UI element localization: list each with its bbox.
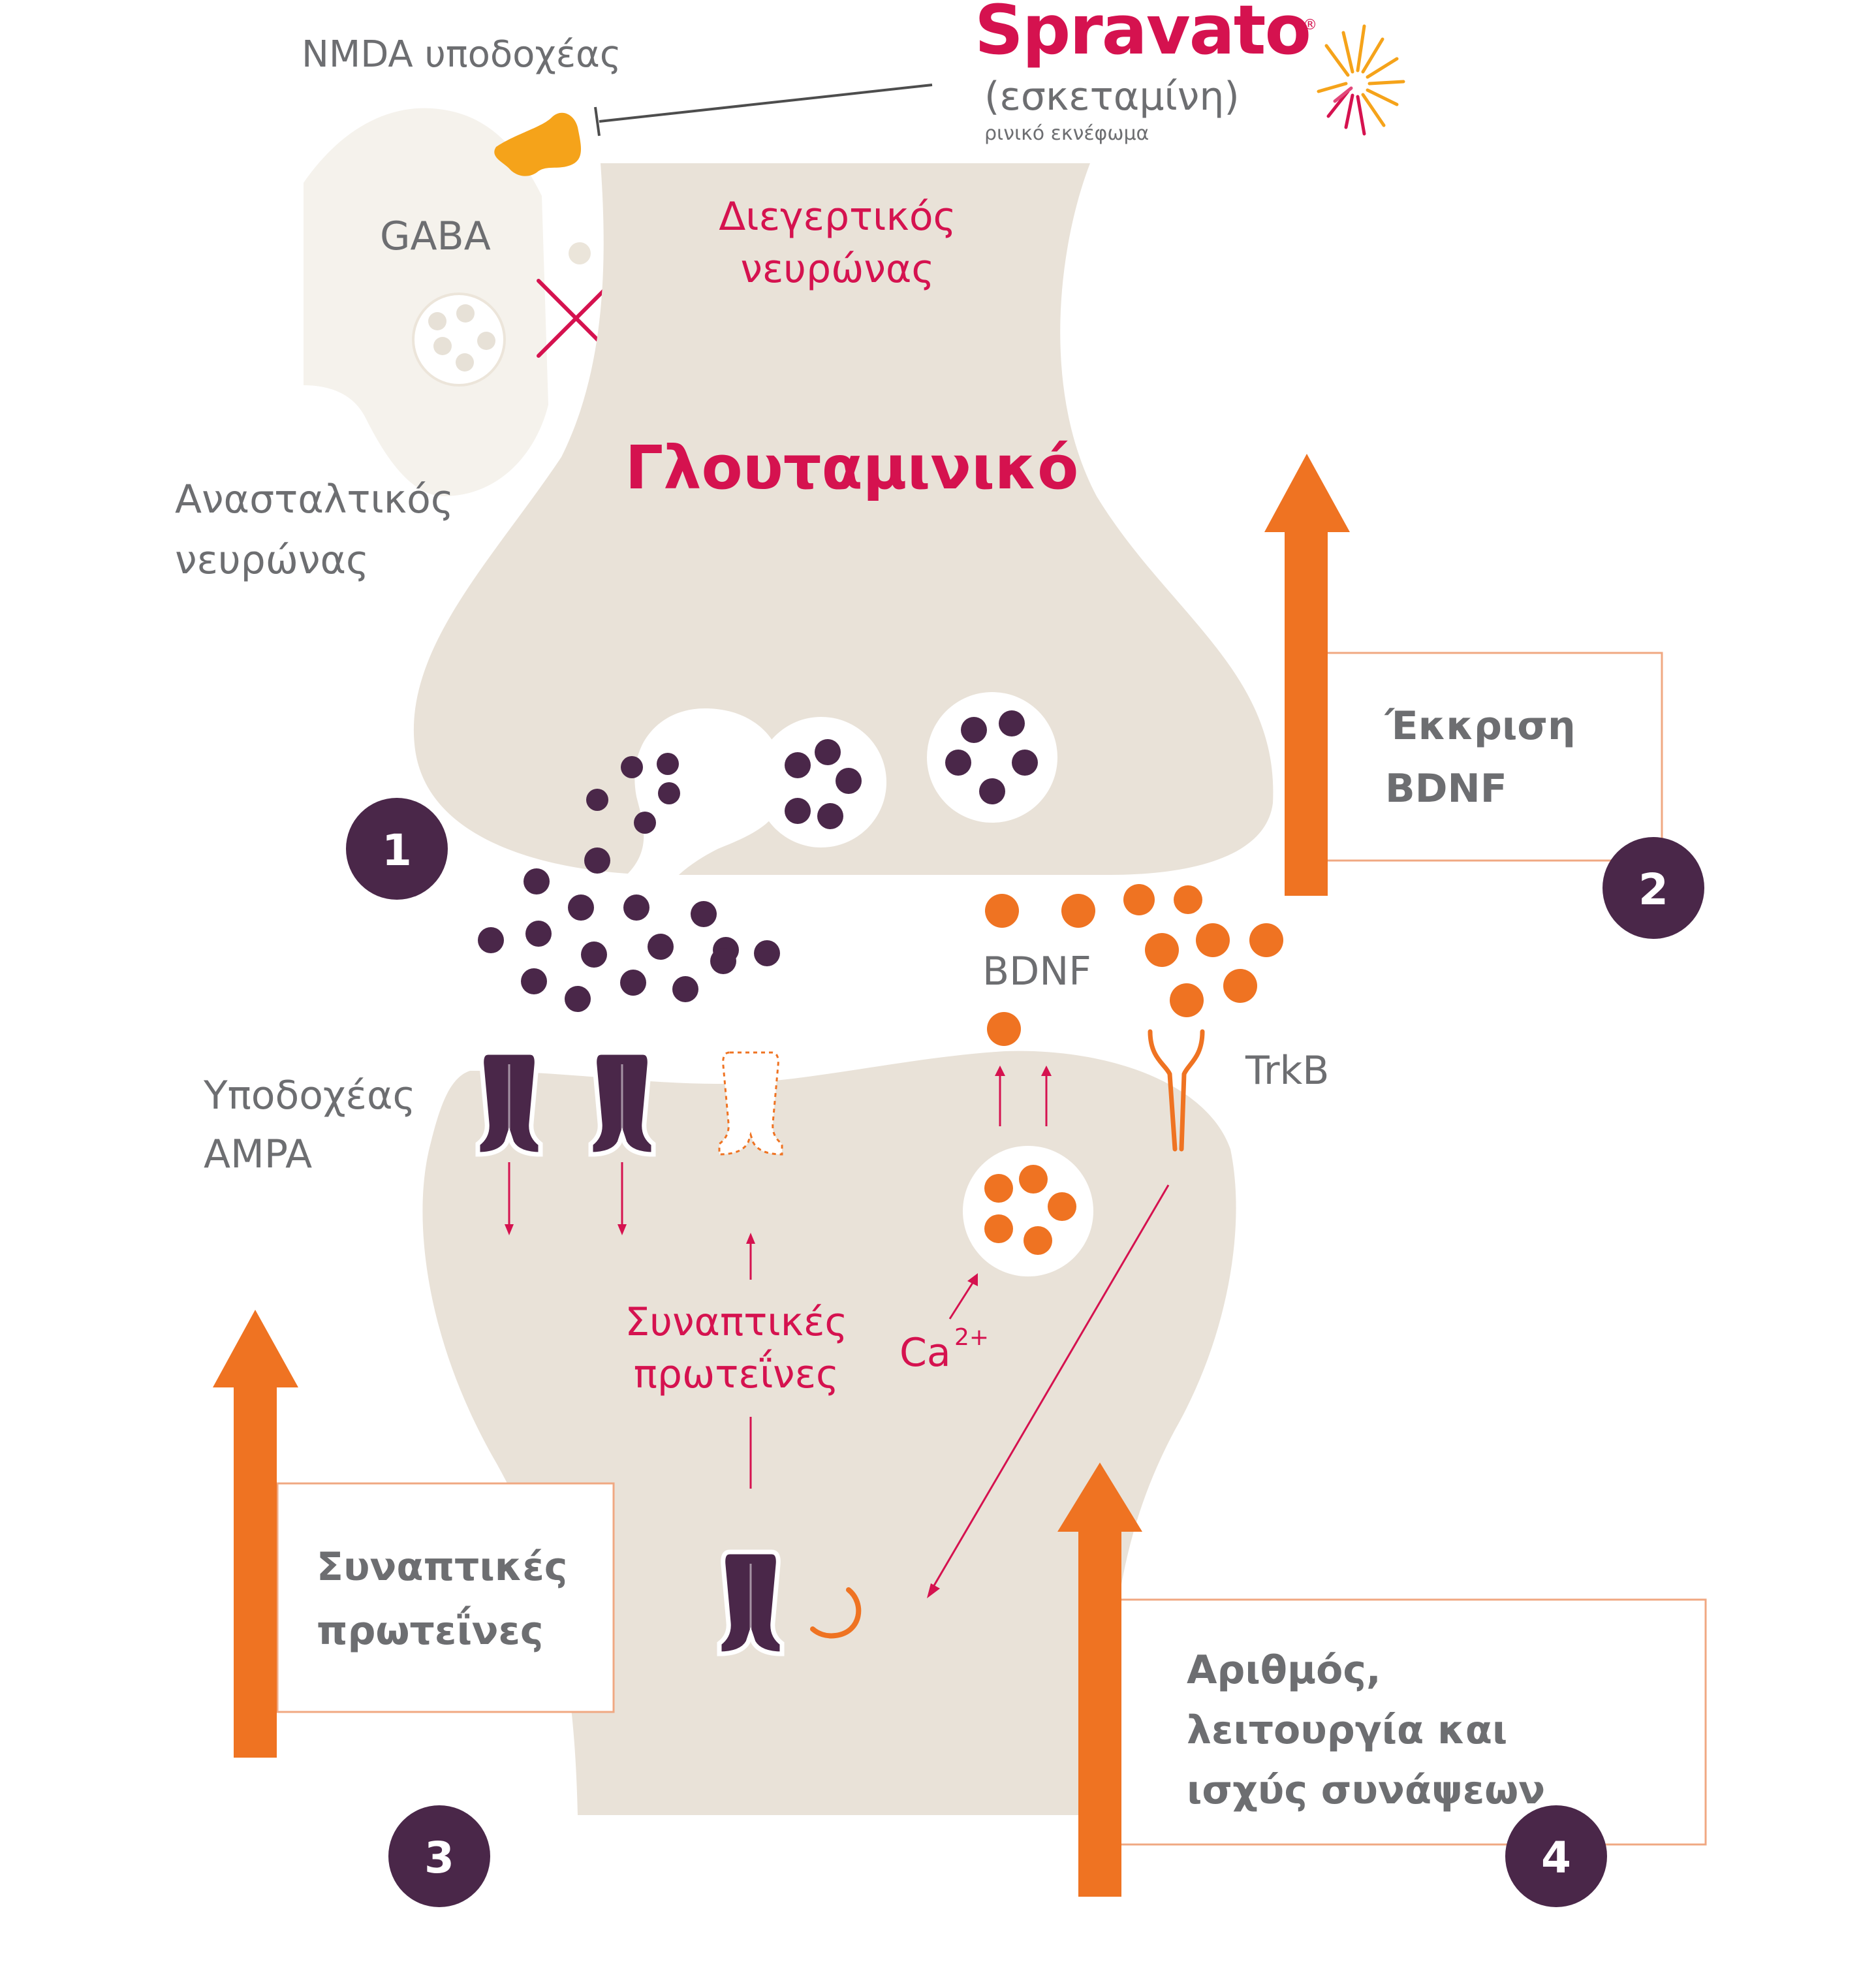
fusing-vesicle	[627, 708, 785, 875]
step-2-text-line1: Έκκριση	[1384, 703, 1576, 749]
step-3-text-line1: Συναπτικές	[317, 1544, 567, 1590]
step-1-number: 1	[382, 825, 412, 876]
step-4-badge: 4	[1505, 1805, 1607, 1907]
step-4-text-line1: Αριθμός,	[1187, 1647, 1381, 1693]
inhibitory-neuron-body	[304, 108, 548, 497]
bdnf-label: BDNF	[982, 949, 1091, 994]
step-2-arrow	[1264, 454, 1350, 896]
step-3-number: 3	[424, 1833, 454, 1883]
step-4-arrow	[1057, 1463, 1142, 1897]
step-1-badge: 1	[346, 798, 448, 900]
gaba-particle	[569, 242, 591, 264]
trafficking-arrow	[746, 1233, 755, 1489]
glutamate-label: Γλουταμινικό	[625, 433, 1079, 503]
step-3-badge: 3	[388, 1805, 490, 1907]
step-3-arrow	[213, 1310, 298, 1758]
burst-icon	[1317, 24, 1405, 136]
step-4-text-line3: ισχύς συνάψεων	[1187, 1767, 1545, 1813]
spravato-logo: Spravato ® (εσκεταμίνη) ρινικό εκνέφωμα	[975, 0, 1405, 145]
step-4-number: 4	[1541, 1833, 1571, 1883]
synaptic-proteins-label-line2: πρωτεΐνες	[634, 1348, 839, 1397]
ampa-inflow-arrows	[505, 1162, 627, 1235]
glutamate-vesicle	[756, 717, 886, 847]
step-3-text-line2: πρωτεΐνες	[317, 1605, 543, 1654]
glutamate-vesicle	[927, 692, 1057, 823]
trkb-label: TrkB	[1245, 1048, 1329, 1094]
inhibition-line	[594, 84, 933, 136]
vesicle-particles	[586, 753, 680, 834]
brand-form: ρινικό εκνέφωμα	[984, 122, 1149, 145]
ampa-receptor	[478, 1052, 540, 1154]
step-2-badge: 2	[1602, 837, 1704, 939]
nmda-receptor-icon	[494, 112, 581, 176]
excitatory-label-line1: Διεγερτικός	[719, 194, 956, 240]
presynaptic-neuron-body	[413, 163, 1274, 875]
brand-name: Spravato	[975, 0, 1310, 70]
step-2-text-line2: BDNF	[1385, 766, 1507, 812]
secretion-arrows	[995, 1066, 1052, 1126]
gaba-label: GABA	[380, 214, 491, 259]
registered-mark: ®	[1303, 17, 1317, 33]
bdnf-particles	[985, 884, 1283, 1046]
trkb-receptor-icon	[1148, 1029, 1205, 1152]
synaptic-proteins-label-line1: Συναπτικές	[625, 1299, 847, 1345]
step-3-box	[276, 1482, 615, 1713]
calcium-label: Ca	[899, 1330, 951, 1376]
gaba-vesicle	[412, 293, 506, 387]
nmda-label: NMDA υποδοχέας	[302, 33, 621, 76]
calcium-charge: 2+	[954, 1324, 989, 1351]
ampa-label-line2: AMPA	[204, 1131, 312, 1177]
ampa-label-line1: Υποδοχέας	[203, 1073, 416, 1118]
ampa-receptor	[591, 1052, 653, 1154]
ampa-receptor	[719, 1552, 782, 1654]
step-4-box	[1112, 1598, 1707, 1846]
trkb-signal-arrow	[927, 1184, 1170, 1598]
inhibitory-label-line1: Ανασταλτικός	[175, 477, 454, 522]
released-glutamate	[478, 847, 780, 1012]
calcium-arrow	[948, 1273, 978, 1320]
bdnf-vesicle	[963, 1146, 1093, 1276]
step-2-box	[1321, 652, 1663, 862]
inhibitory-label-line2: νευρώνας	[175, 537, 369, 583]
protein-fragment-icon	[810, 1587, 862, 1639]
step-2-number: 2	[1638, 864, 1668, 915]
excitatory-label-line2: νευρώνας	[740, 246, 934, 292]
brand-generic: (εσκεταμίνη)	[984, 74, 1240, 119]
step-4-text-line2: λειτουργία και	[1187, 1707, 1507, 1753]
